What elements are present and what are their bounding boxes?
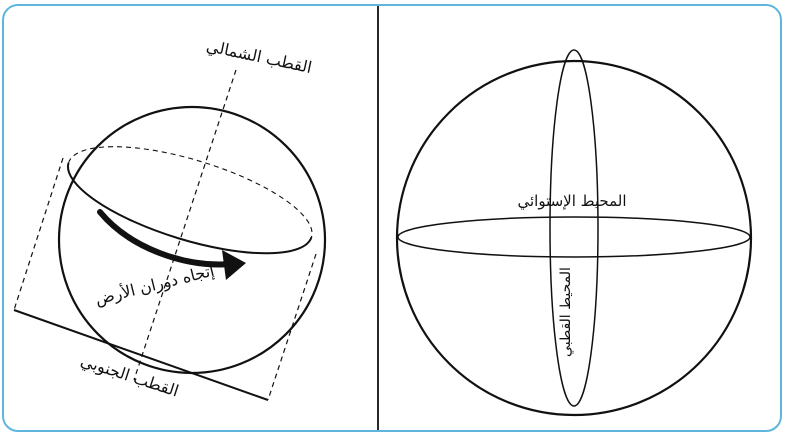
rotation-arrow-head — [222, 250, 246, 280]
rotation-arrow — [100, 212, 232, 265]
north-pole-label: القطب الشمالي — [204, 36, 313, 78]
frame-right-edge — [268, 254, 316, 400]
right-panel: المحيط الإستوائي المحيط القطبي — [397, 50, 751, 415]
equator-label: المحيط الإستوائي — [517, 192, 626, 211]
rotation-axis — [134, 70, 236, 380]
frame-left-edge — [14, 158, 63, 310]
left-panel: القطب الشمالي إتجاه دوران الأرض القطب ال… — [14, 36, 325, 401]
earth-sphere-2 — [397, 61, 751, 415]
earth-sphere — [59, 107, 325, 373]
rotation-direction-label: إتجاه دوران الأرض — [93, 260, 217, 310]
equator-circle — [398, 217, 750, 257]
meridian-label: المحيط القطبي — [558, 267, 574, 357]
